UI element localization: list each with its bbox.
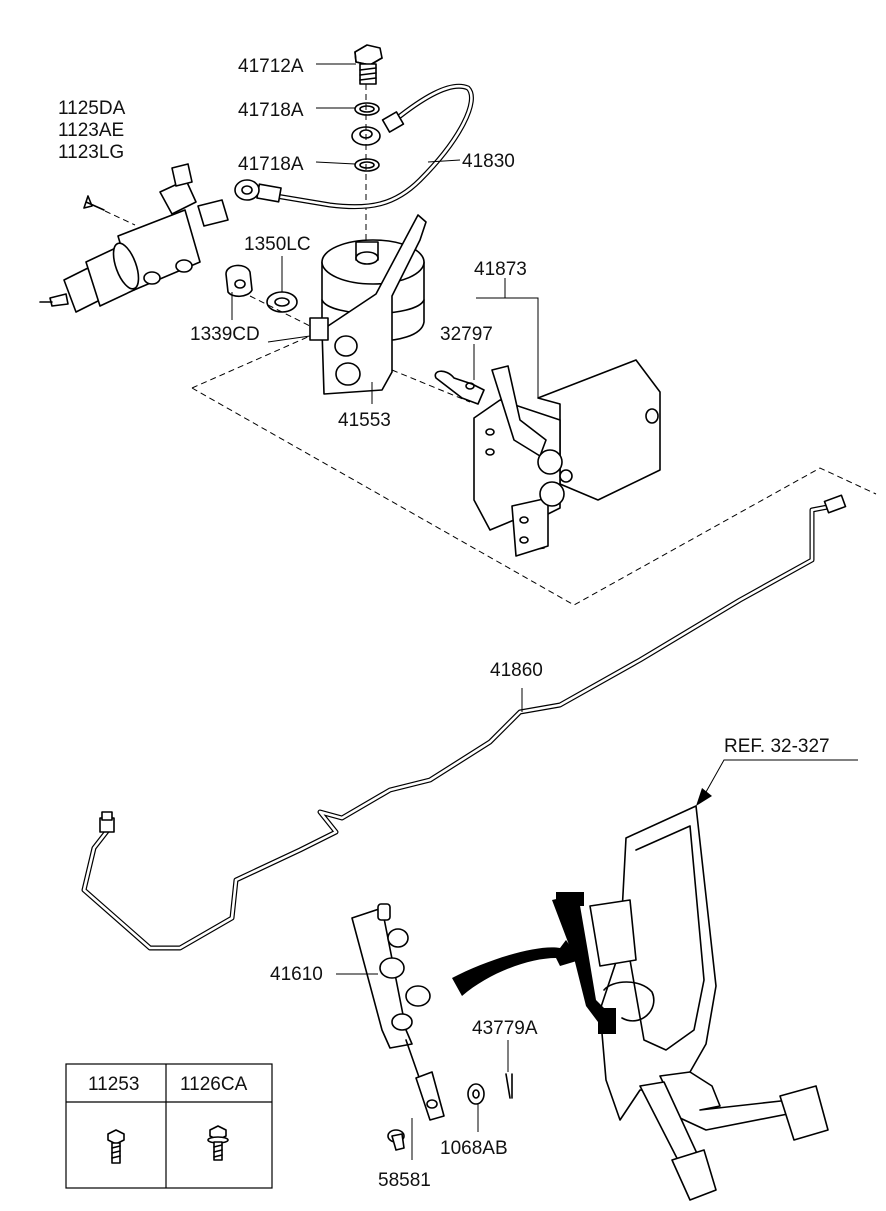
washer-1350LC	[266, 291, 298, 313]
bolt-11253-icon	[107, 1129, 125, 1164]
ref-arrowhead	[696, 788, 712, 806]
pipe-41860	[81, 494, 847, 951]
pedal-assembly	[552, 805, 829, 1201]
master-cylinder-41610	[351, 903, 445, 1121]
label-1339CD: 1339CD	[190, 324, 260, 345]
leader-ref	[705, 759, 858, 793]
label-1123AE: 1123AE	[58, 120, 124, 141]
label-43779A: 43779A	[472, 1018, 538, 1039]
table-header-1126CA: 1126CA	[180, 1074, 248, 1095]
leader-41873	[476, 278, 539, 398]
label-41718A-bottom: 41718A	[238, 154, 304, 175]
label-1350LC: 1350LC	[244, 234, 311, 255]
label-41610: 41610	[270, 964, 323, 985]
label-1123LG: 1123LG	[58, 142, 124, 163]
label-41553: 41553	[338, 410, 391, 431]
label-58581: 58581	[378, 1170, 431, 1191]
fastener-table: 11253 1126CA	[65, 1063, 273, 1189]
clevis-pin-58581	[387, 1129, 405, 1151]
split-pin-43779A	[505, 1073, 513, 1099]
label-41873: 41873	[474, 259, 527, 280]
label-41712A: 41712A	[238, 56, 304, 77]
bolt-41712A	[354, 44, 383, 85]
label-32797: 32797	[440, 324, 493, 345]
label-1125DA: 1125DA	[58, 98, 126, 119]
hose-41830	[234, 83, 474, 210]
washer-1068AB	[467, 1083, 485, 1105]
bracket-41873	[473, 359, 661, 557]
assembly-arrow	[452, 940, 580, 996]
label-41830: 41830	[462, 151, 515, 172]
leader-1339CD-arrow	[267, 335, 311, 343]
bolt-1125DA	[83, 195, 136, 226]
label-41718A-top: 41718A	[238, 100, 304, 121]
label-1068AB: 1068AB	[440, 1138, 508, 1159]
leader-41718A-bottom	[315, 161, 356, 165]
slave-cylinder	[39, 163, 229, 313]
label-41860: 41860	[490, 660, 543, 681]
bolt-1126CA-icon	[207, 1125, 229, 1161]
table-header-11253: 11253	[88, 1074, 139, 1095]
washer-41718A-bottom	[354, 158, 380, 172]
reservoir-41553	[309, 214, 427, 395]
leader-41830	[427, 159, 461, 163]
clip-32797	[434, 370, 485, 405]
bushing-1339CD	[225, 264, 253, 298]
washer-41718A-top	[354, 102, 380, 116]
label-ref: REF. 32-327	[724, 736, 830, 757]
assembly-dashed-outline	[191, 335, 877, 606]
bracket-axis-line	[391, 369, 471, 403]
